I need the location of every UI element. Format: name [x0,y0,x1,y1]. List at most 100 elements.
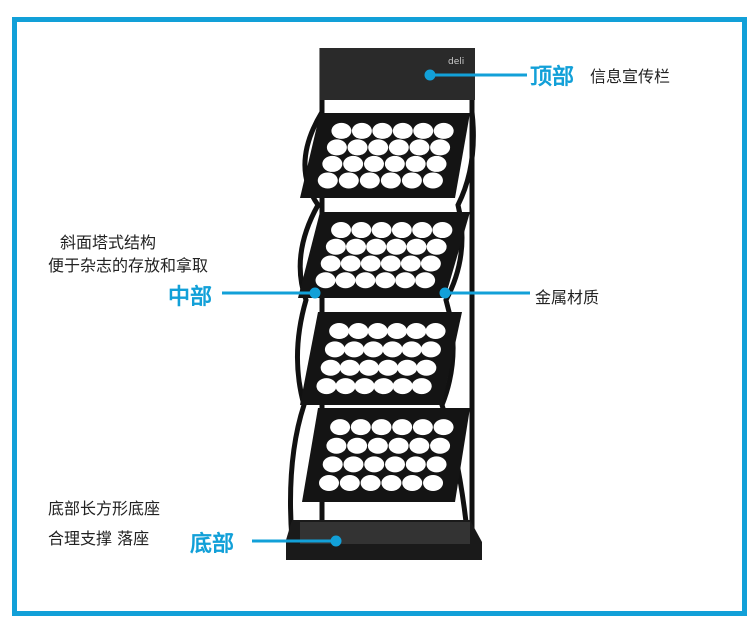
shelf-hole [409,139,430,156]
shelf-hole [330,419,351,436]
shelf-hole [411,378,432,395]
shelf-hole [386,323,407,340]
shelf-hole [347,139,368,156]
shelf-hole [422,172,443,189]
middle-section-title: 中部 [168,285,213,310]
shelf-hole [371,222,392,239]
shelf-hole [344,341,365,358]
material-label: 金属材质 [535,288,600,307]
shelf-hole [339,359,360,376]
shelf-hole [343,456,364,473]
shelf-hole [409,437,430,454]
shelf-hole [360,474,381,491]
shelf-hole [338,172,359,189]
shelf-hole [388,437,409,454]
shelf-hole [348,323,369,340]
shelf-hole [315,272,336,289]
shelf-hole [423,474,444,491]
shelf-hole [392,122,413,139]
shelf-hole [380,172,401,189]
shelf-hole [420,341,441,358]
shelf-hole [384,155,405,172]
shelf-hole [354,378,375,395]
shelf-hole [432,222,453,239]
shelf-hole [373,378,394,395]
shelf-hole [406,238,427,255]
shelf-hole [368,139,389,156]
shelf-hole [400,255,421,272]
blue-border-frame [12,17,747,616]
shelf-hole [322,155,343,172]
shelf-hole [426,155,447,172]
shelf-hole [426,238,447,255]
shelf-hole [331,122,352,139]
shelf-hole [367,323,388,340]
shelf-hole [340,255,361,272]
shelf-hole [331,222,352,239]
shelf-hole [366,238,387,255]
shelf-hole [326,437,347,454]
shelf-hole [392,419,413,436]
middle-desc-line-1: 斜面塔式结构 [60,233,157,252]
shelf-hole [375,272,396,289]
shelf-hole [378,359,399,376]
shelf-hole [326,139,347,156]
shelf-hole [412,419,433,436]
shelf-hole [359,172,380,189]
shelf-hole [363,341,384,358]
shelf-hole [372,122,393,139]
brand-logo: deli [448,57,464,67]
shelf-hole [433,419,454,436]
shelf-hole [401,341,422,358]
bottom-section-title: 底部 [190,532,235,557]
shelf-hole [355,272,376,289]
shelf-hole [319,474,340,491]
shelf-hole [392,378,413,395]
shelf-hole [339,474,360,491]
shelf-hole [405,456,426,473]
shelf-hole [405,155,426,172]
middle-desc-line-2: 便于杂志的存放和拿取 [48,256,209,275]
shelf-hole [316,378,337,395]
shelf-hole [335,272,356,289]
shelf-hole [320,359,341,376]
top-section-title: 顶部 [530,65,575,90]
shelf-hole [430,139,451,156]
shelf-hole [420,255,441,272]
shelf-hole [324,341,345,358]
shelf-hole [382,341,403,358]
bottom-desc-line-1: 底部长方形底座 [48,499,161,518]
shelf-hole [346,238,367,255]
shelf-hole [329,323,350,340]
shelf-hole [351,122,372,139]
shelf-hole [335,378,356,395]
shelf-hole [397,359,418,376]
shelf-hole [402,474,423,491]
perforated-shelves [298,113,470,502]
shelf-hole [381,474,402,491]
bottom-desc-line-2: 合理支撑 落座 [48,529,150,548]
shelf-hole [413,122,434,139]
callout-lines [222,69,530,547]
shelf-hole [416,359,437,376]
shelf-hole [395,272,416,289]
shelf-hole [358,359,379,376]
shelf-hole [412,222,433,239]
shelf-hole [317,172,338,189]
shelf-hole [364,155,384,172]
shelf-hole [433,122,454,139]
shelf-hole [367,437,388,454]
shelf-hole [351,222,372,239]
shelf-hole [415,272,436,289]
shelf-hole [391,222,412,239]
shelf-hole [350,419,371,436]
shelf-hole [371,419,392,436]
top-section-desc: 信息宣传栏 [590,67,671,86]
shelf-hole [388,139,409,156]
shelf-hole [401,172,422,189]
shelf-hole [322,456,343,473]
shelf-hole [364,456,385,473]
shelf-hole [360,255,381,272]
shelf-hole [425,323,446,340]
